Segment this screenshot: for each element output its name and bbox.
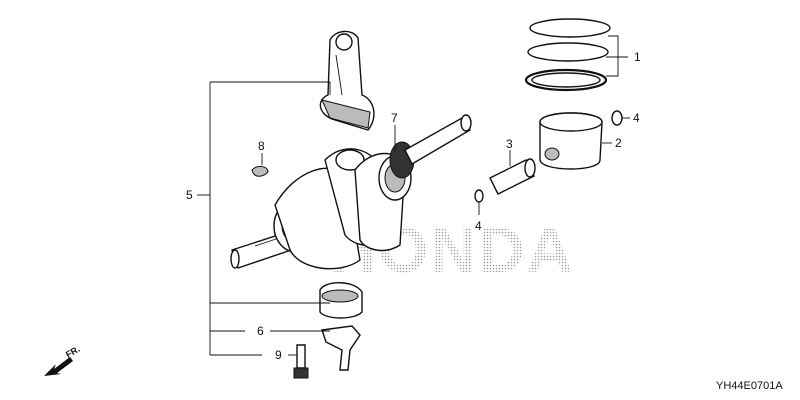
pin-clip-right [611,110,623,126]
diagram-code: YH44E0701A [716,380,783,392]
callout-4-lower: 4 [475,219,482,233]
piston [539,112,603,170]
rod-bolt [293,344,309,379]
callout-7: 7 [391,111,398,125]
oil-dipper-plate [321,325,361,371]
callout-9: 9 [275,348,282,362]
pin-clip-left [474,189,484,203]
callout-4-upper: 4 [633,111,640,125]
front-arrow-icon [44,357,73,376]
connecting-rod [319,30,375,131]
crankshaft [230,114,472,270]
piston-rings [524,18,611,92]
piston-pin [489,158,536,195]
callout-5: 5 [186,188,193,202]
callout-3: 3 [506,137,513,151]
callout-6: 6 [257,324,264,338]
rod-cap [319,282,363,319]
front-label: FR. [64,344,82,360]
woodruff-key [251,165,269,177]
leader-lines [197,35,630,356]
callout-8: 8 [258,139,265,153]
callout-2: 2 [615,136,622,150]
callout-1: 1 [634,50,641,64]
